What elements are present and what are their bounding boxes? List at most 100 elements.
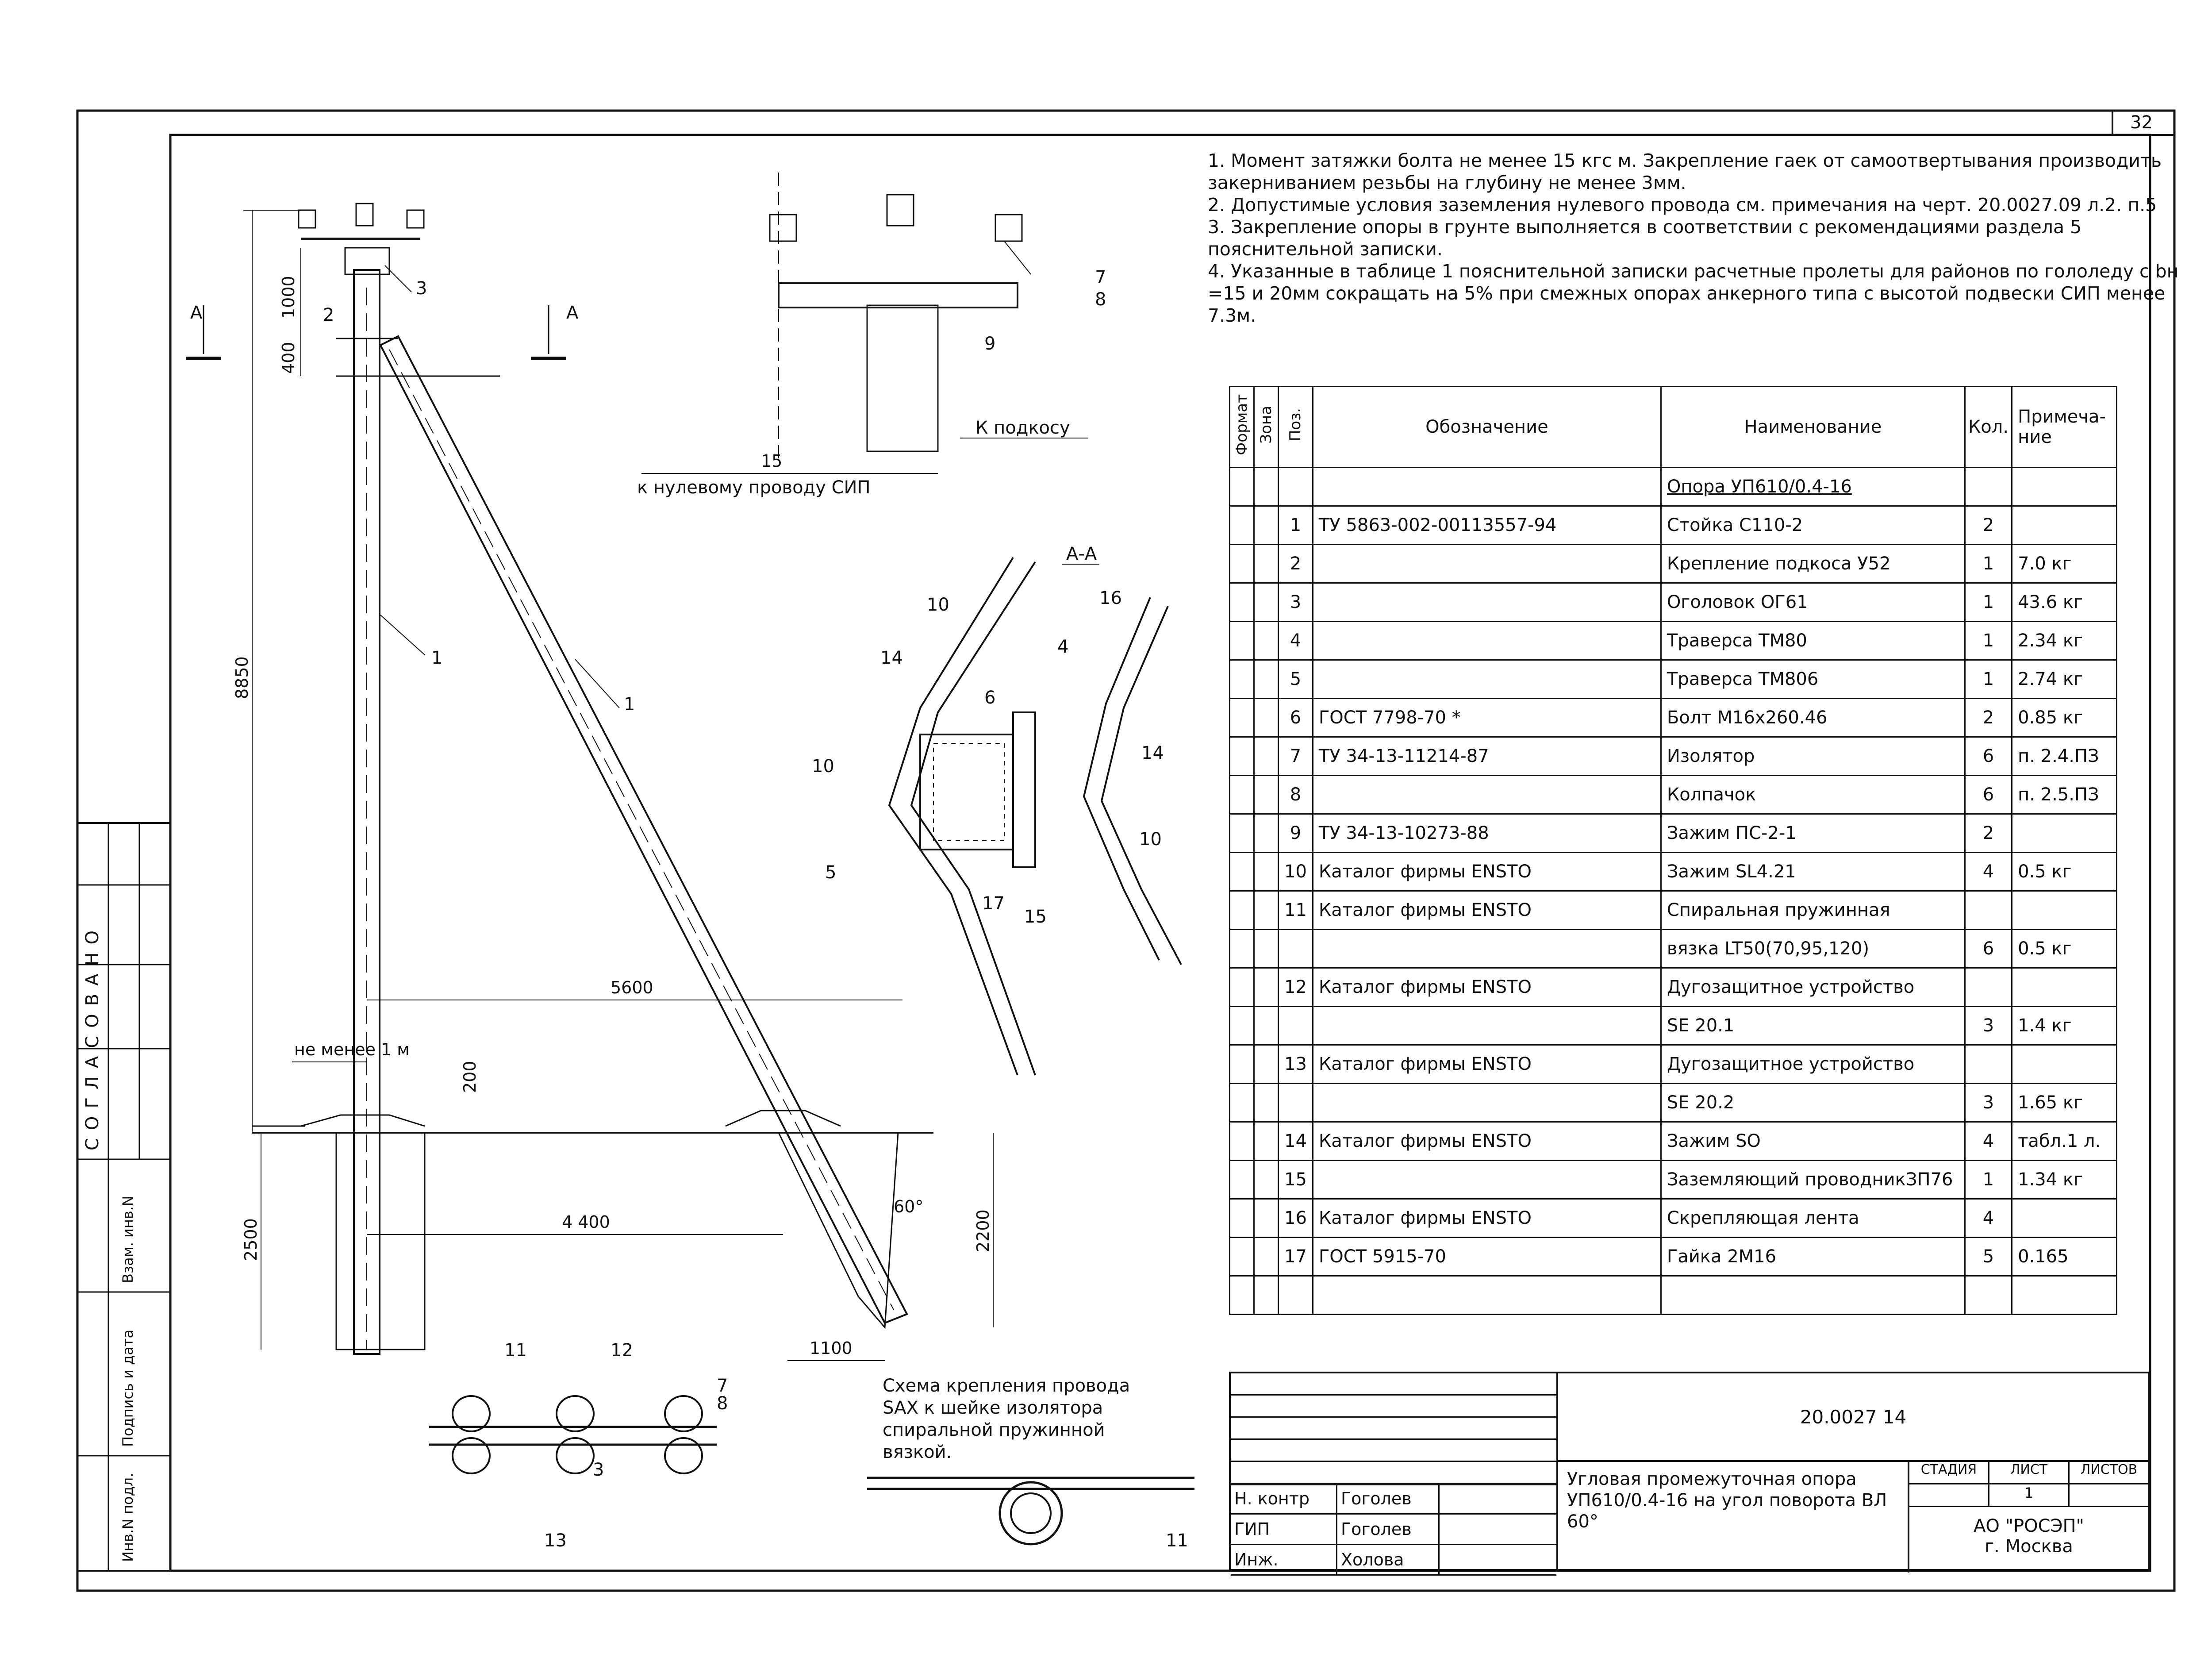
cell-pos: 4 (1278, 621, 1313, 661)
cell-qty (1964, 1275, 2013, 1315)
cell-note (2011, 813, 2118, 853)
cell-name: вязка LT50(70,95,120) (1660, 929, 1966, 969)
cell-designation: Каталог фирмы ENSTO (1312, 1198, 1662, 1238)
cell-designation (1312, 1160, 1662, 1200)
dim-15: 15 (761, 451, 782, 471)
cell-designation: ГОСТ 7798-70 * (1312, 698, 1662, 738)
callout-17: 17 (982, 893, 1005, 914)
cell-format (1229, 582, 1255, 622)
doc-title: Угловая промежуточная опора УП610/0.4-16… (1567, 1469, 1887, 1532)
dim-2500: 2500 (241, 1218, 261, 1261)
cell-zone (1253, 1121, 1279, 1161)
hdr-zone: Зона (1257, 406, 1275, 444)
dim-200: 200 (460, 1061, 480, 1093)
cell-zone (1253, 1044, 1279, 1084)
cell-zone (1253, 775, 1279, 815)
cell-qty: 4 (1964, 1121, 2013, 1161)
cell-zone (1253, 544, 1279, 584)
cell-zone (1253, 1160, 1279, 1200)
cell-designation (1312, 929, 1662, 969)
cell-designation: ГОСТ 5915-70 (1312, 1237, 1662, 1277)
insulator-icon (769, 194, 1023, 242)
cell-pos: 17 (1278, 1237, 1313, 1277)
cell-name: Траверса ТМ806 (1660, 659, 1966, 699)
cell-pos: 16 (1278, 1198, 1313, 1238)
cell-format (1229, 1160, 1255, 1200)
cell-qty: 2 (1964, 505, 2013, 545)
dim-1000: 1000 (279, 276, 298, 319)
cell-format (1229, 1006, 1255, 1046)
cell-zone (1253, 1083, 1279, 1123)
hdr-pos: Поз. (1286, 408, 1305, 442)
cell-note: 1.4 кг (2011, 1006, 2118, 1046)
cell-designation (1312, 1083, 1662, 1123)
cell-qty: 6 (1964, 736, 2013, 776)
section-aa: А-А 10 14 4 6 10 5 17 15 16 14 10 (812, 544, 1182, 1076)
cell-note (2011, 967, 2118, 1007)
spec-table: Формат Зона Поз. Обозначение Наименовани… (1229, 386, 2118, 1315)
cell-format (1229, 1237, 1255, 1277)
cell-pos: 7 (1278, 736, 1313, 776)
cell-name: Спиральная пружинная (1660, 890, 1966, 930)
stamp-row-replace: Взам. инв.N (119, 1196, 136, 1283)
brace-stand (379, 335, 908, 1324)
org-name: АО "РОСЭП" (1974, 1516, 2084, 1536)
cell-format (1229, 852, 1255, 892)
cell-name: Траверса ТМ80 (1660, 621, 1966, 661)
table-row (1229, 1275, 2118, 1315)
cell-format (1229, 659, 1255, 699)
note-4: 4. Указанные в таблице 1 пояснительной з… (1208, 261, 2179, 326)
cell-note: табл.1 л. (2011, 1121, 2118, 1161)
hdr-qty: Кол. (1964, 386, 2013, 468)
cell-name: Оголовок ОГ61 (1660, 582, 1966, 622)
cell-designation: ТУ 5863-002-00113557-94 (1312, 505, 1662, 545)
callout-15: 15 (1024, 907, 1047, 927)
cell-designation (1312, 582, 1662, 622)
scheme-caption-1: Схема крепления провода (883, 1376, 1130, 1396)
cell-name: Зажим ПС-2-1 (1660, 813, 1966, 853)
cell-note: 0.165 (2011, 1237, 2118, 1277)
cell-zone (1253, 1198, 1279, 1238)
cell-pos (1278, 1006, 1313, 1046)
cell-zone (1253, 698, 1279, 738)
cell-designation (1312, 621, 1662, 661)
cell-designation (1312, 775, 1662, 815)
section-mark-right: А (566, 303, 579, 323)
pole-elevation: 8850 1000 400 А А 5600 не менее 1 м 200 … (186, 203, 994, 1361)
agreed-label: СОГЛАСОВАНО (82, 923, 103, 1150)
callout-10a: 10 (927, 595, 949, 615)
sheet-number-box (2112, 110, 2175, 136)
cell-designation: Каталог фирмы ENSTO (1312, 890, 1662, 930)
cell-pos: 12 (1278, 967, 1313, 1007)
dim-1100: 1100 (810, 1338, 853, 1358)
tie-scheme: Схема крепления провода SAX к шейке изол… (867, 1376, 1194, 1551)
callout-10c: 10 (1139, 829, 1162, 850)
person-signature (1440, 1484, 1556, 1513)
cell-pos: 15 (1278, 1160, 1313, 1200)
hdr-format: Формат (1233, 394, 1251, 455)
cell-name: Дугозащитное устройство (1660, 967, 1966, 1007)
stamp-row-inv: Инв.N подл. (119, 1473, 136, 1562)
cell-name: Изолятор (1660, 736, 1966, 776)
main-stand (353, 269, 380, 1355)
cell-designation: Каталог фирмы ENSTO (1312, 852, 1662, 892)
callout-11b: 11 (504, 1340, 527, 1361)
cell-name: Гайка 2М16 (1660, 1237, 1966, 1277)
cell-note: п. 2.5.ПЗ (2011, 775, 2118, 815)
callout-8-bot: 8 (717, 1393, 728, 1414)
cell-zone (1253, 659, 1279, 699)
dim-min-1m: не менее 1 м (294, 1040, 410, 1059)
cell-pos: 9 (1278, 813, 1313, 853)
cell-note: 0.85 кг (2011, 698, 2118, 738)
